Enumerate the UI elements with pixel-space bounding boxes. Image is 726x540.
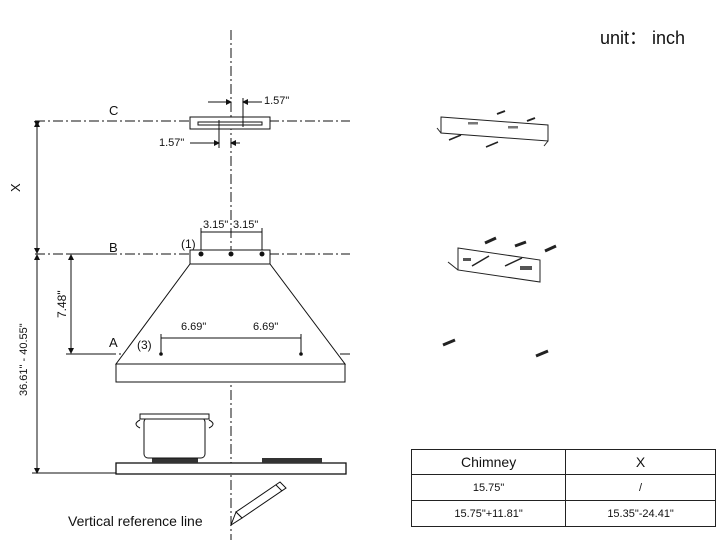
pencil-icon	[229, 481, 287, 527]
unit-label: unit： inch	[600, 28, 686, 48]
level-b-label: B	[109, 240, 118, 255]
table-row: 15.75"+11.81" 15.35"-24.41"	[410, 500, 716, 527]
anchor-screws	[442, 338, 549, 358]
table-row: 15.75" /	[410, 474, 716, 501]
cooktop	[115, 458, 347, 475]
hood-left-label: 6.69"	[181, 321, 207, 333]
screw-left-label: 3.15"	[203, 219, 229, 231]
callout-1: (1)	[181, 237, 196, 251]
chimney-table: Chimney X 15.75" / 15.75"+11.81" 15.35"-…	[410, 449, 716, 527]
range-hood	[115, 249, 346, 383]
top-bracket	[189, 98, 271, 148]
hood-right-label: 6.69"	[253, 321, 279, 333]
bracket-offset-right-label: 1.57"	[264, 95, 290, 107]
header-x: X	[565, 449, 716, 475]
table-header-row: Chimney X	[410, 449, 716, 475]
table-cell: 15.75"+11.81"	[410, 500, 567, 527]
level-a-label: A	[109, 335, 118, 350]
mounting-bracket-parts	[436, 110, 549, 148]
header-chimney: Chimney	[410, 449, 567, 475]
hood-bracket-parts	[447, 236, 557, 283]
hood-height-label: 7.48"	[55, 290, 69, 318]
total-height-label: 36.61" - 40.55"	[18, 323, 30, 396]
pot	[135, 413, 214, 459]
table-cell: 15.35"-24.41"	[565, 500, 716, 527]
table-cell: 15.75"	[410, 474, 567, 501]
screw-right-label: 3.15"	[233, 219, 259, 231]
table-cell: /	[565, 474, 716, 501]
reference-line-label: Vertical reference line	[68, 513, 203, 529]
level-c-label: C	[109, 103, 119, 118]
x-label: X	[8, 183, 23, 192]
bracket-offset-left-label: 1.57"	[159, 137, 185, 149]
callout-3: (3)	[137, 338, 152, 352]
